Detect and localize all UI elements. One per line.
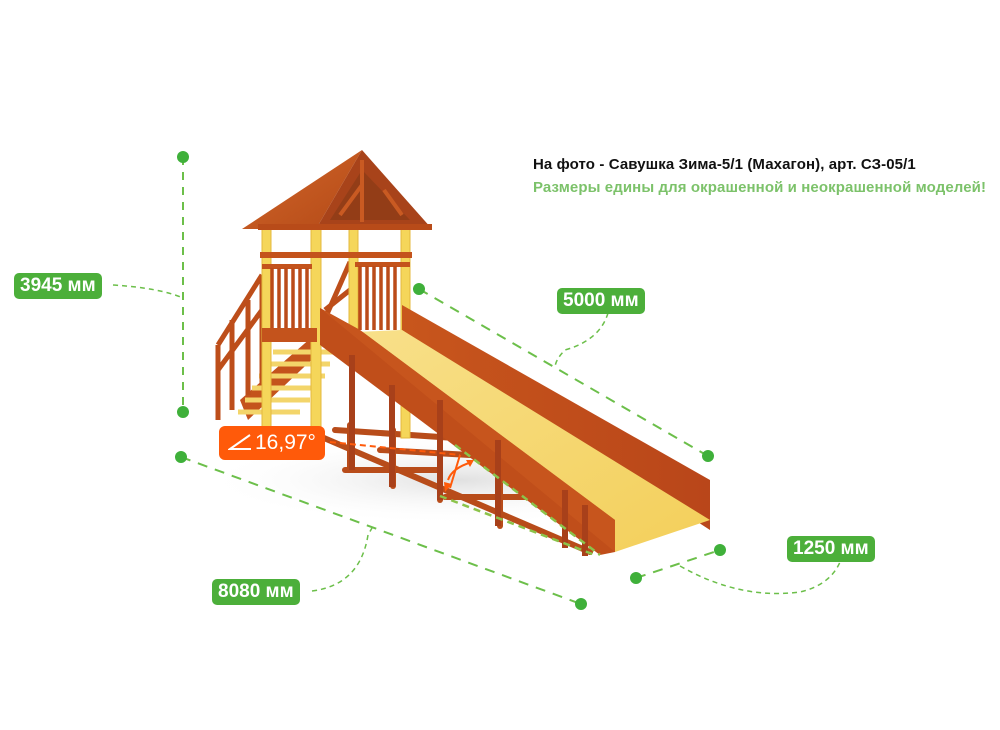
slide-length-endpoint-start bbox=[413, 283, 425, 295]
total-length-endpoint-start bbox=[175, 451, 187, 463]
slide-length-endpoint-end bbox=[702, 450, 714, 462]
angle-value: 16,97° bbox=[255, 431, 316, 454]
slide-near-wall bbox=[320, 308, 615, 555]
width-badge: 1250 мм bbox=[787, 536, 875, 562]
slide-length-dimension-line bbox=[418, 288, 709, 457]
total-length-endpoint-end bbox=[575, 598, 587, 610]
height-endpoint-top bbox=[177, 151, 189, 163]
slide-posts bbox=[349, 355, 588, 556]
dimensions-note: Размеры едины для окрашенной и неокрашен… bbox=[533, 179, 987, 196]
angle-badge: 16,97° bbox=[219, 426, 325, 460]
total-length-badge: 8080 мм bbox=[212, 579, 300, 605]
tower-railings bbox=[260, 252, 412, 342]
slide-surface bbox=[355, 330, 710, 552]
height-badge: 3945 мм bbox=[14, 273, 102, 299]
width-dimension-line bbox=[635, 549, 841, 595]
width-endpoint-end bbox=[714, 544, 726, 556]
product-caption: На фото - Савушка Зима-5/1 (Махагон), ар… bbox=[533, 156, 986, 196]
tower-roof bbox=[242, 150, 432, 230]
angle-icon bbox=[228, 434, 251, 450]
width-endpoint-start bbox=[630, 572, 642, 584]
height-dimension-line bbox=[112, 157, 184, 412]
angle-indicator-lines bbox=[329, 441, 474, 492]
total-length-dimension-line bbox=[180, 456, 582, 605]
product-title: На фото - Савушка Зима-5/1 (Махагон), ар… bbox=[533, 156, 916, 173]
slide-angle-dashes bbox=[439, 444, 601, 557]
slide-length-badge: 5000 мм bbox=[557, 288, 645, 314]
height-endpoint-bottom bbox=[177, 406, 189, 418]
